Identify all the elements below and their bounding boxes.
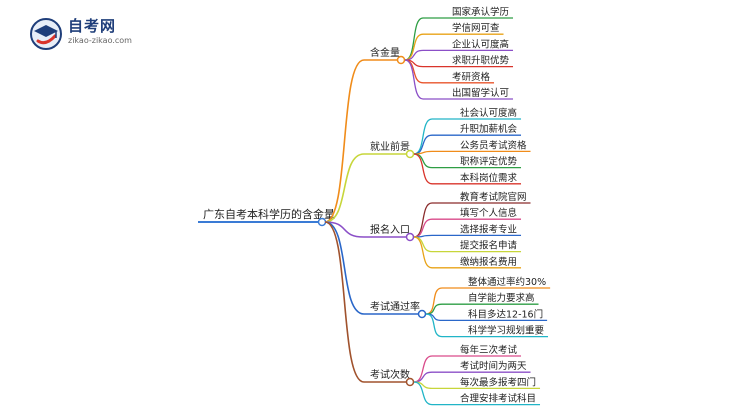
leaf-label: 科目多达12-16门: [468, 308, 543, 320]
leaf-label: 社会认可度高: [460, 107, 517, 119]
leaf-label: 缴纳报名费用: [460, 256, 517, 268]
root-node[interactable]: [317, 217, 327, 227]
leaf-label: 提交报名申请: [460, 240, 518, 252]
leaf-label: 求职升职优势: [452, 55, 510, 67]
leaf-connector: [404, 59, 424, 100]
leaf-connector: [413, 153, 433, 169]
leaf-label: 填写个人信息: [460, 207, 517, 219]
branch-label: 含金量: [370, 46, 400, 59]
leaf-label: 本科岗位需求: [460, 172, 518, 184]
leaf-connector: [425, 303, 443, 315]
leaf-label: 学信网可查: [452, 22, 500, 34]
leaf-label: 教育考试院官网: [460, 191, 527, 203]
branch-label: 报名入口: [370, 223, 410, 236]
branch-node[interactable]: [417, 309, 427, 319]
branch-connector: [324, 59, 365, 223]
leaf-label: 科学学习规划重要: [468, 325, 544, 337]
leaf-label: 合理安排考试科目: [460, 393, 536, 405]
branch-label: 就业前景: [370, 140, 410, 153]
leaf-label: 公务员考试资格: [460, 139, 527, 151]
branch-label: 考试通过率: [370, 300, 420, 313]
leaf-label: 考研资格: [452, 71, 491, 83]
graduation-cap-icon: [30, 18, 62, 50]
branch-connector: [324, 221, 365, 238]
branch-label: 考试次数: [370, 368, 410, 381]
leaf-label: 考试时间为两天: [460, 360, 527, 372]
branch-node[interactable]: [396, 55, 406, 65]
leaf-connector: [413, 118, 433, 155]
branch-node[interactable]: [405, 149, 415, 159]
branch-connector: [324, 153, 365, 223]
leaf-connector: [413, 236, 433, 269]
leaf-label: 每年三次考试: [460, 344, 518, 356]
logo-url: zikao-zikao.com: [68, 36, 132, 45]
leaf-label: 企业认可度高: [452, 38, 509, 50]
branch-node[interactable]: [405, 377, 415, 387]
leaf-connector: [413, 371, 433, 383]
leaf-label: 自学能力要求高: [468, 292, 535, 304]
leaf-label: 升职加薪机会: [460, 123, 518, 135]
leaf-label: 每次最多报考四门: [460, 376, 536, 388]
leaf-label: 选择报考专业: [460, 223, 517, 235]
branch-node[interactable]: [405, 232, 415, 242]
leaf-label: 国家承认学历: [452, 6, 509, 18]
leaf-connector: [404, 17, 424, 61]
site-logo[interactable]: 自考网 zikao-zikao.com: [28, 14, 148, 54]
logo-title: 自考网: [68, 17, 117, 35]
leaf-label: 整体通过率约30%: [468, 276, 546, 288]
leaf-connector: [425, 313, 443, 338]
leaf-label: 出国留学认可: [452, 87, 509, 99]
leaf-label: 职称评定优势: [460, 156, 518, 168]
branch-connector: [324, 221, 365, 315]
branch-connector: [324, 221, 365, 383]
root-topic: 广东自考本科学历的含金量: [203, 207, 335, 221]
leaf-connector: [413, 381, 433, 406]
leaf-connector: [413, 153, 433, 185]
